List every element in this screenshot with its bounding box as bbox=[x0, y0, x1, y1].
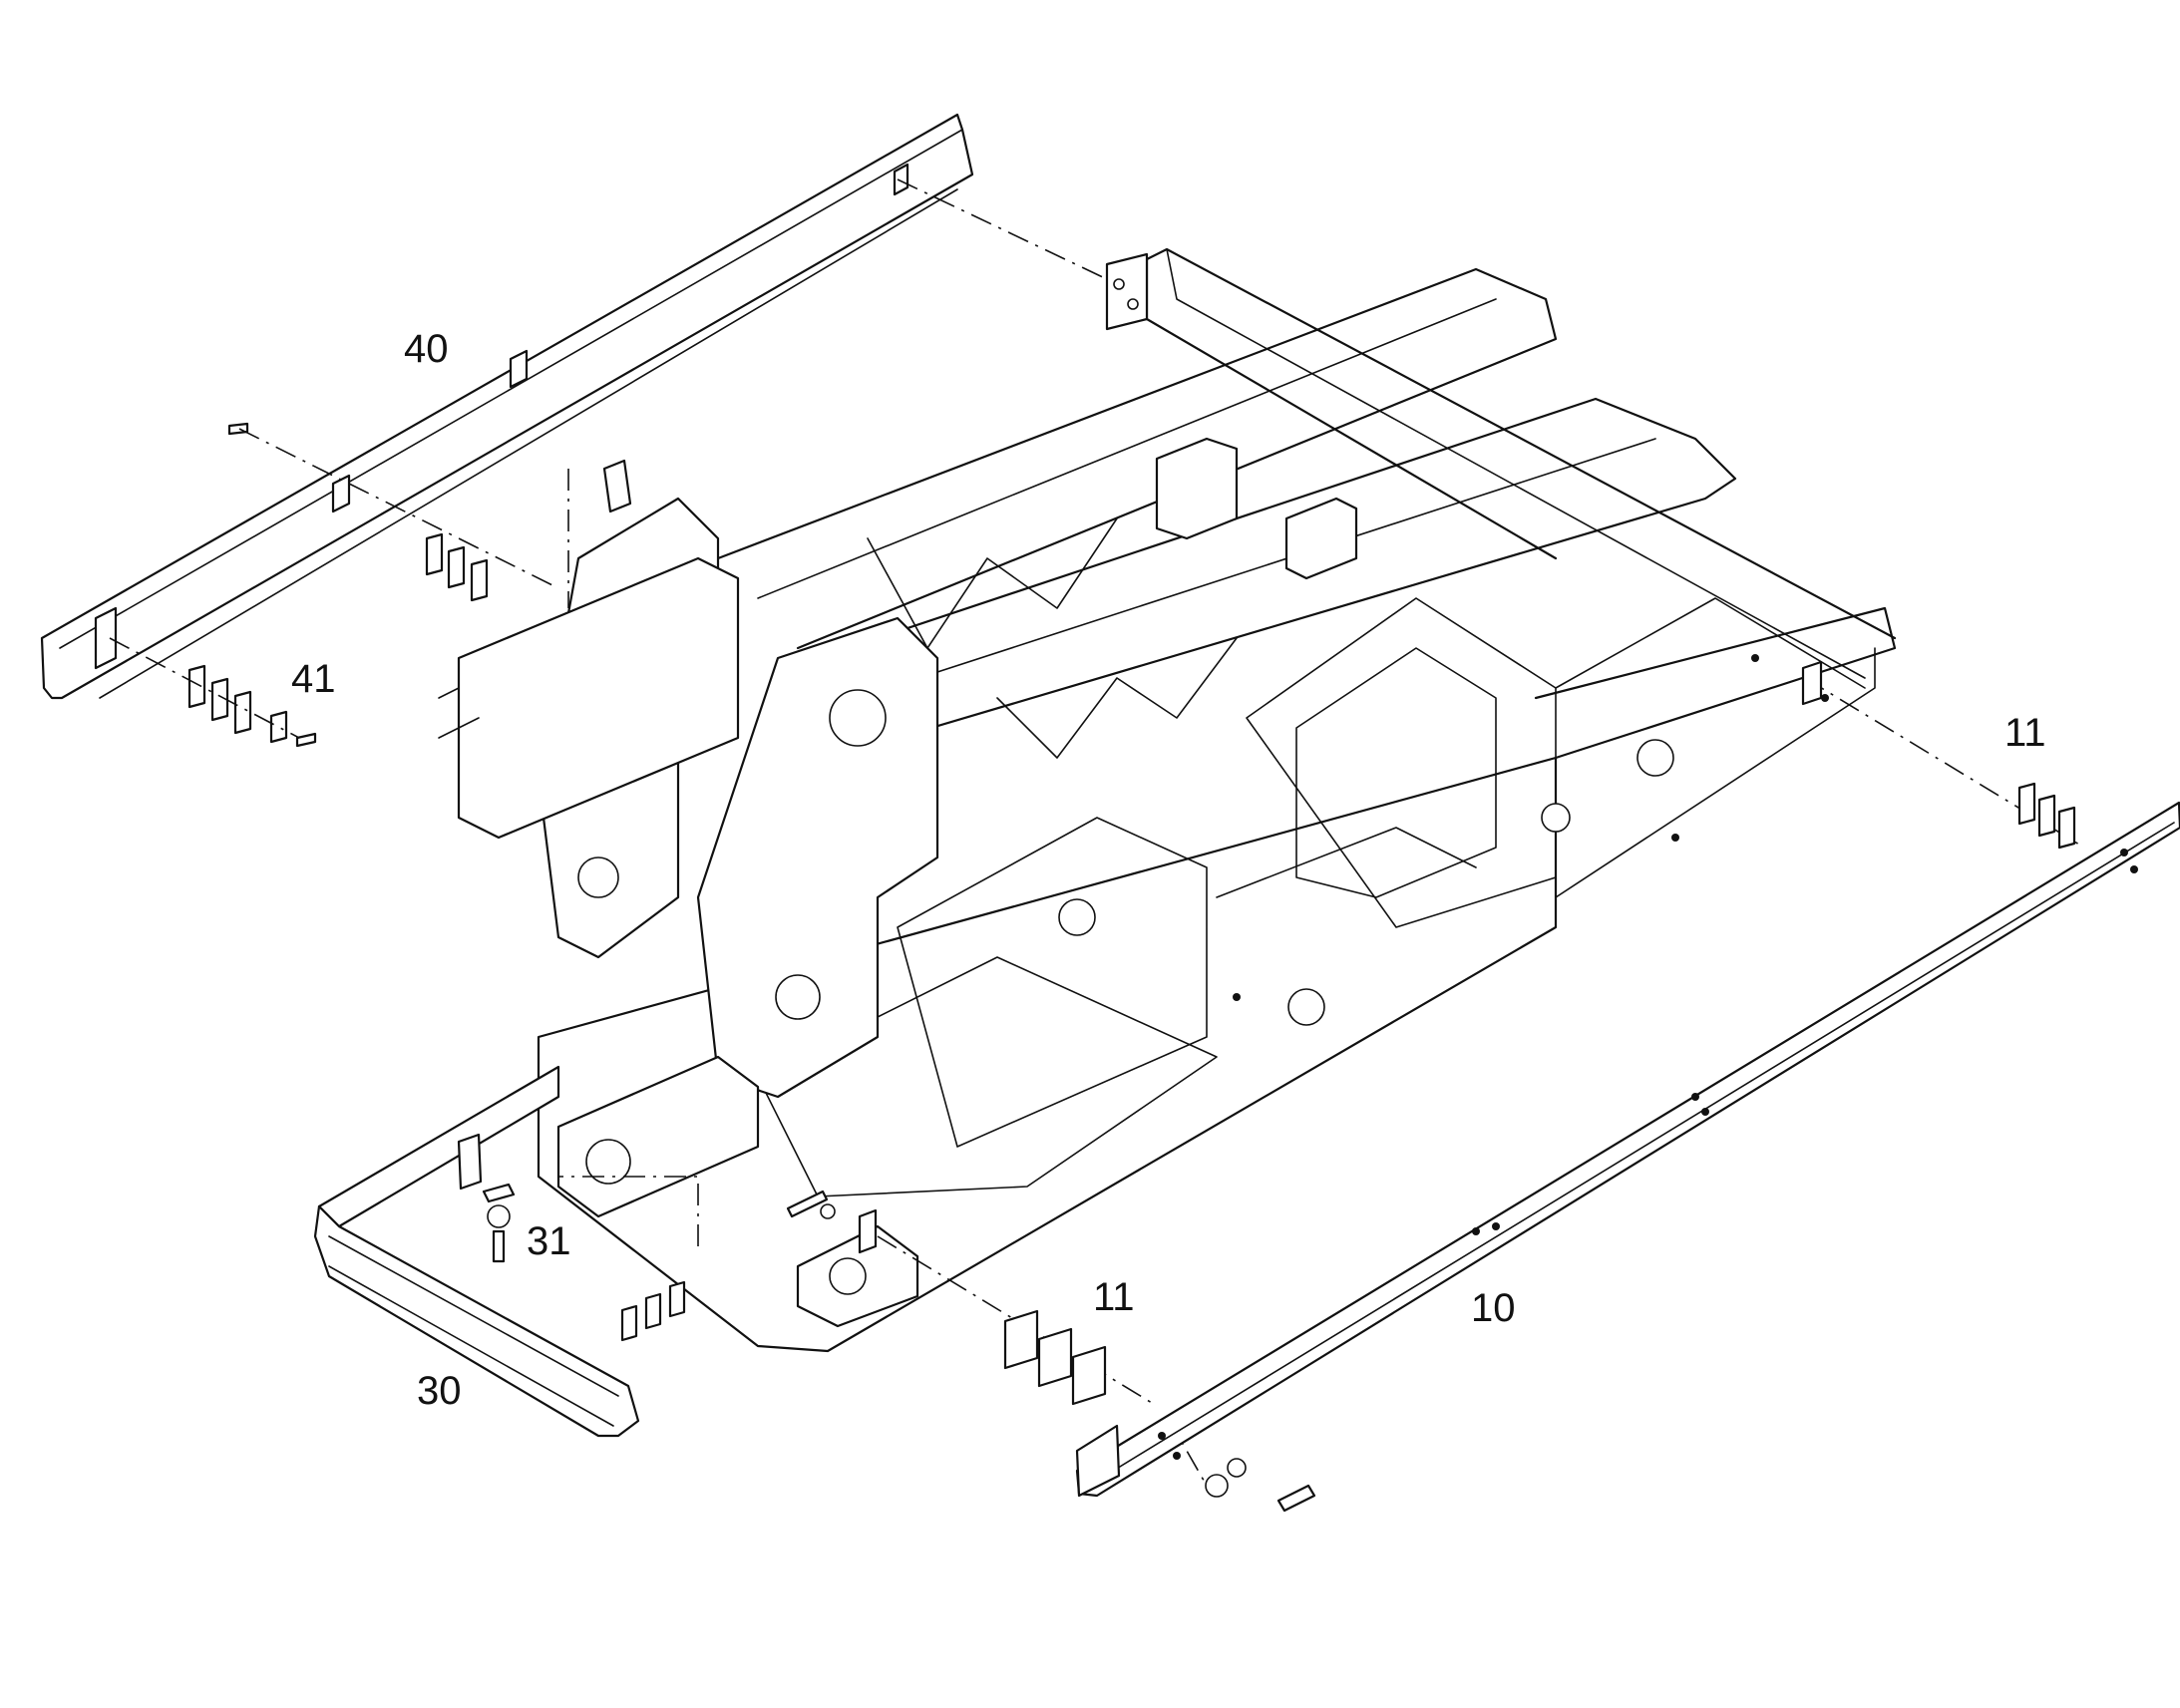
part-41-bracket-set bbox=[187, 422, 632, 748]
callout-11-right: 11 bbox=[2004, 711, 2046, 755]
callout-41: 41 bbox=[291, 657, 336, 701]
callout-40: 40 bbox=[404, 327, 449, 371]
callout-10: 10 bbox=[1471, 1286, 1516, 1330]
part-11-bracket-set-front bbox=[786, 1190, 1316, 1513]
part-11-bracket-set-right bbox=[1801, 660, 2076, 850]
part-30-bumper bbox=[313, 1065, 640, 1438]
callout-30: 30 bbox=[417, 1369, 462, 1413]
part-10-side-rail bbox=[1075, 801, 2180, 1498]
part-40-side-rail bbox=[40, 113, 974, 700]
chassis-frame bbox=[438, 247, 1897, 1353]
callout-31: 31 bbox=[527, 1219, 571, 1263]
part-31-mounting-hardware bbox=[457, 1133, 686, 1342]
callout-11-front: 11 bbox=[1093, 1275, 1135, 1319]
